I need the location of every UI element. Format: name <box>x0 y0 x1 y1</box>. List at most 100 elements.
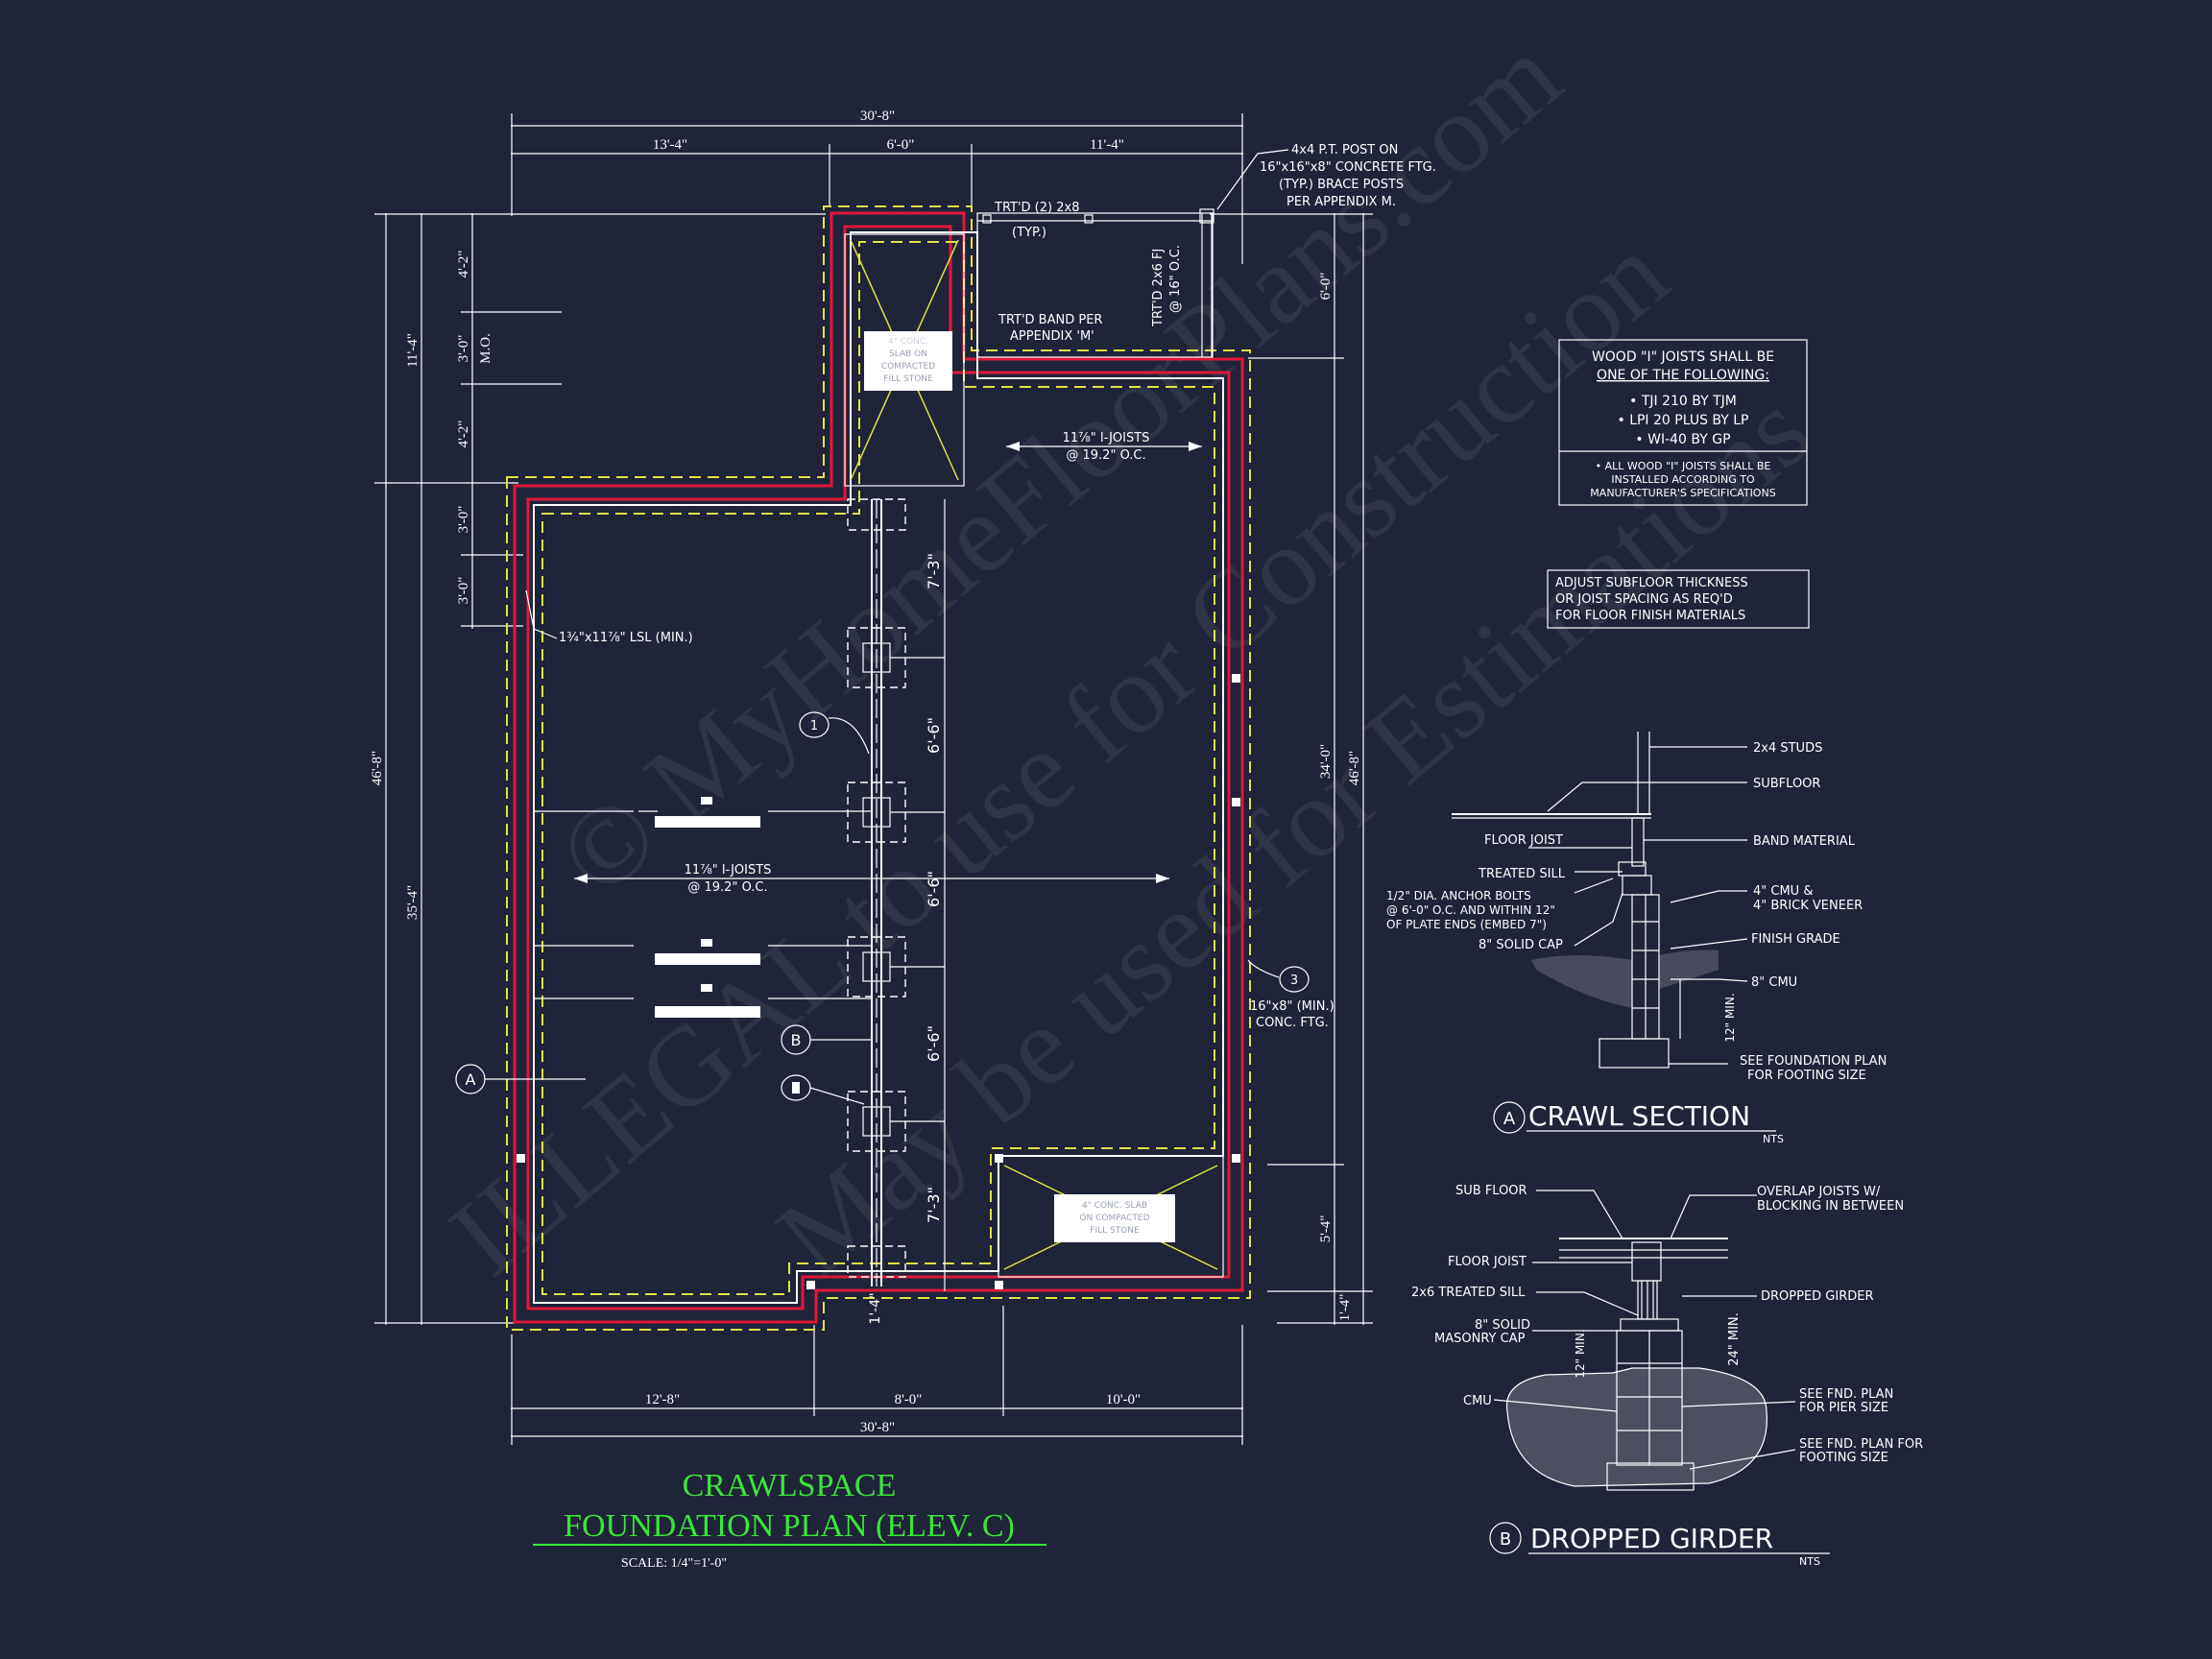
dg-label-subfloor: SUB FLOOR <box>1455 1184 1527 1198</box>
right-dimensions: 6'-0" 34'-0" 46'-8" 5'-4" 1'-4" <box>1210 213 1373 1325</box>
dim-pier-3: 6'-6" <box>925 871 943 907</box>
slab-upper-line-1: 4" CONC. <box>888 337 928 347</box>
dim-right-bot: 1'-4" <box>1337 1294 1353 1322</box>
dim-left-e: 3'-0" <box>456 577 471 605</box>
dg-label-cmu: CMU <box>1463 1394 1492 1408</box>
joist-box-note-1: • ALL WOOD "I" JOISTS SHALL BE <box>1596 460 1771 472</box>
subfloor-note-box: ADJUST SUBFLOOR THICKNESS OR JOIST SPACI… <box>1547 569 1810 629</box>
dg-label-ftg-1: SEE FND. PLAN FOR <box>1799 1437 1923 1452</box>
cs-tag-bubble <box>1493 1101 1526 1134</box>
girder-line <box>871 499 946 1291</box>
cs-label-studs: 2x4 STUDS <box>1753 741 1822 756</box>
dim-right-top: 6'-0" <box>1318 273 1334 301</box>
dim-bottom-mid: 8'-0" <box>895 1392 923 1407</box>
joist-box-heading-2: ONE OF THE FOLLOWING: <box>1597 368 1769 383</box>
note-joists-main-1: 11⅞" I-JOISTS <box>685 863 772 878</box>
dg-label-floor-joist: FLOOR JOIST <box>1448 1255 1527 1269</box>
joist-arrows <box>574 442 1202 883</box>
cs-label-ftg-2: FOR FOOTING SIZE <box>1747 1069 1866 1083</box>
tag-1: 1 <box>810 719 818 733</box>
dim-bottom-right: 10'-0" <box>1106 1392 1141 1407</box>
note-trtd-fj: TRT'D 2x6 FJ <box>1151 249 1166 327</box>
dim-right-overall: 46'-8" <box>1347 751 1362 785</box>
cs-title: CRAWL SECTION <box>1528 1100 1750 1132</box>
note-lsl: 1¾"x11⅞" LSL (MIN.) <box>559 631 693 645</box>
dim-top-overall: 30'-8" <box>860 108 895 124</box>
slab-lower-label-box <box>1054 1194 1175 1242</box>
cs-label-grade: FINISH GRADE <box>1751 932 1840 947</box>
note-ftg-2: CONC. FTG. <box>1256 1016 1329 1030</box>
pier-footing <box>847 498 906 531</box>
cs-label-subfloor: SUBFLOOR <box>1753 777 1820 791</box>
dim-left-b: 3'-0" <box>456 335 471 363</box>
note-joists-main-2: @ 19.2" O.C. <box>687 880 767 895</box>
tag-3: 3 <box>1290 974 1298 988</box>
dim-right-mid: 34'-0" <box>1318 744 1334 779</box>
dim-left-d: 3'-0" <box>456 506 471 534</box>
title-line-1: CRAWLSPACE <box>683 1468 897 1503</box>
dim-top-left: 13'-4" <box>653 137 687 153</box>
joist-box-item-1: • TJI 210 BY TJM <box>1629 394 1737 409</box>
title-line-2: FOUNDATION PLAN (ELEV. C) <box>564 1508 1015 1544</box>
cs-label-cmu-brick-1: 4" CMU & <box>1753 884 1813 899</box>
upper-slab-area: 4" CONC. SLAB ON COMPACTED FILL STONE <box>844 233 965 487</box>
joist-box-item-3: • WI-40 BY GP <box>1635 432 1730 447</box>
plan-notes: 4x4 P.T. POST ON 16"x16"x8" CONCRETE FTG… <box>525 143 1436 1030</box>
dim-left-lower: 35'-4" <box>405 885 421 920</box>
footing-inner <box>541 241 1215 1295</box>
footing-outer <box>506 205 1251 1331</box>
cs-label-sill: TREATED SILL <box>1478 867 1566 881</box>
dg-label-min12: 12" MIN. <box>1574 1329 1587 1378</box>
dim-pier-2: 6'-6" <box>925 717 943 754</box>
wall-posts <box>517 674 1240 1289</box>
dg-label-cap-1: 8" SOLID <box>1475 1318 1530 1333</box>
slab-upper-line-2: SLAB ON <box>889 349 927 359</box>
note-fj-oc: @ 16" O.C. <box>1168 245 1183 313</box>
cs-label-cmu-brick-2: 4" BRICK VENEER <box>1753 899 1863 913</box>
dim-top-right: 11'-4" <box>1090 137 1124 153</box>
slab-upper-line-4: FILL STONE <box>883 374 933 384</box>
joist-note-box: WOOD "I" JOISTS SHALL BE ONE OF THE FOLL… <box>1558 339 1808 506</box>
top-dimensions: 30'-8" 13'-4" 6'-0" 11'-4" <box>511 108 1243 264</box>
dg-nts: NTS <box>1799 1555 1820 1568</box>
cs-nts: NTS <box>1763 1133 1784 1145</box>
cs-label-anchor-1: 1/2" DIA. ANCHOR BOLTS <box>1386 889 1531 902</box>
dim-pier-1: 7'-3" <box>925 553 943 589</box>
cs-label-band: BAND MATERIAL <box>1753 834 1856 849</box>
watermark: © MyHomeFloorPlans.com ILLEGAL to use fo… <box>427 12 1833 1300</box>
left-dimensions: 46'-8" 11'-4" 35'-4" 4'-2" 3'-0" M.O. 4'… <box>370 213 826 1325</box>
dim-bottom-overall: 30'-8" <box>860 1420 895 1435</box>
dg-label-ftg-2: FOOTING SIZE <box>1799 1451 1888 1465</box>
joist-box-note-2: INSTALLED ACCORDING TO <box>1611 473 1755 486</box>
cs-label-cap: 8" SOLID CAP <box>1479 938 1563 952</box>
dim-top-mid: 6'-0" <box>887 137 915 153</box>
dg-label-pier-2: FOR PIER SIZE <box>1799 1401 1888 1415</box>
tag-1-bubble <box>799 711 830 738</box>
slab-upper-label-box <box>864 331 952 391</box>
beam-lines <box>534 797 872 1018</box>
dim-right-low: 5'-4" <box>1318 1215 1334 1243</box>
note-typ: (TYP.) <box>1012 226 1046 240</box>
note-trtd-2x8: TRT'D (2) 2x8 <box>994 201 1079 215</box>
porch-framing <box>976 208 1214 358</box>
dim-left-c: 4'-2" <box>456 421 471 448</box>
note-joists-upper-1: 11⅞" I-JOISTS <box>1063 431 1150 445</box>
slab-lower-line-1: 4" CONC. SLAB <box>1082 1201 1147 1211</box>
note-post-2: 16"x16"x8" CONCRETE FTG. <box>1260 160 1436 175</box>
dim-left-mo: M.O. <box>478 333 493 364</box>
dim-bottom-left: 12'-8" <box>645 1392 680 1407</box>
title-block: CRAWLSPACE FOUNDATION PLAN (ELEV. C) SCA… <box>533 1468 1046 1571</box>
cs-label-cmu8: 8" CMU <box>1751 975 1797 990</box>
dg-title: DROPPED GIRDER <box>1530 1523 1773 1554</box>
subfloor-box-line-3: FOR FLOOR FINISH MATERIALS <box>1555 609 1745 623</box>
pier-footing <box>847 1245 906 1278</box>
pier-footings: 7'-3" 6'-6" 6'-6" 6'-6" 7'-3" <box>847 498 945 1278</box>
joist-box-heading-1: WOOD "I" JOISTS SHALL BE <box>1592 349 1774 365</box>
dim-left-overall: 46'-8" <box>370 751 385 785</box>
dim-pier-4: 6'-6" <box>925 1025 943 1062</box>
cs-label-floor-joist: FLOOR JOIST <box>1484 833 1563 848</box>
crawl-section-detail: 2x4 STUDS SUBFLOOR FLOOR JOIST BAND MATE… <box>1386 732 1887 1145</box>
note-joists-upper-2: @ 19.2" O.C. <box>1066 448 1145 463</box>
tag-3-bubble <box>1279 966 1310 993</box>
dg-label-overlap-1: OVERLAP JOISTS W/ <box>1757 1185 1881 1199</box>
